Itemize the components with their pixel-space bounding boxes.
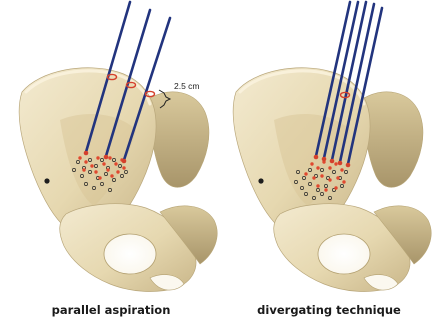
right-panel: divergating technique	[233, 2, 431, 317]
measurement-label: 2.5 cm	[174, 81, 200, 91]
caption-divergating-technique: divergating technique	[257, 303, 401, 317]
caption-parallel-aspiration: parallel aspiration	[52, 303, 171, 317]
left-panel: 2.5 cm parallel aspiration	[19, 2, 217, 317]
pelvis-bone-left	[19, 68, 217, 292]
pelvis-bone-right	[233, 68, 431, 292]
